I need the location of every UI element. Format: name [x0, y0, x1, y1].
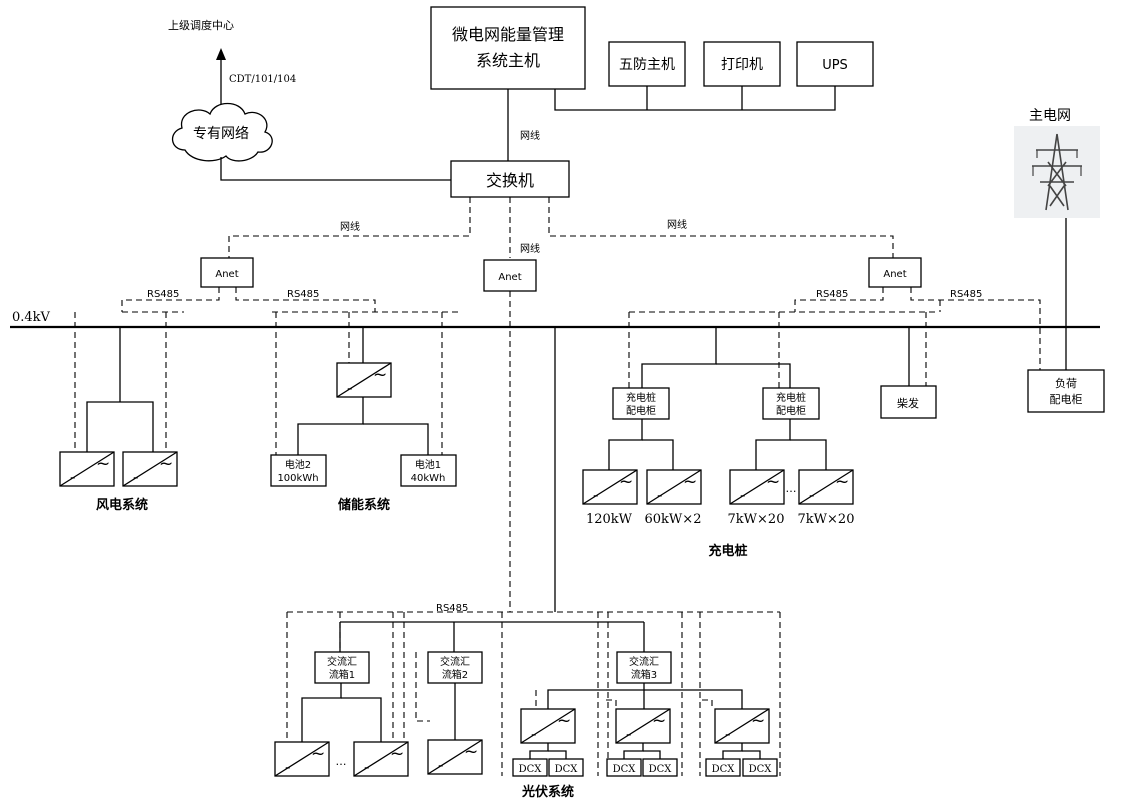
pv-ellipsis: … — [336, 755, 347, 768]
load-cabinet-box — [1027, 369, 1105, 413]
dcx-1a-box — [512, 758, 548, 777]
combiner-1-box — [314, 651, 370, 684]
load-cabinet-label-line1: 负荷 — [1055, 376, 1077, 390]
combiner-3-box — [616, 651, 672, 684]
cloud-icon — [171, 102, 273, 162]
dcx-3b-box — [742, 758, 778, 777]
wufang-host-label: 五防主机 — [619, 57, 675, 73]
charger-ellipsis: … — [786, 482, 797, 495]
charger-label-4: 7kW×20 — [798, 512, 855, 527]
charger-60kw — [646, 469, 702, 505]
charging-cabinet-1-line2: 配电柜 — [626, 404, 656, 417]
ups-label: UPS — [822, 58, 848, 73]
main-grid-label: 主电网 — [1029, 108, 1071, 124]
battery1-label-line1: 电池1 — [415, 458, 441, 471]
combiner-1-line2: 流箱1 — [329, 668, 355, 681]
combiner-1-line1: 交流汇 — [327, 655, 357, 668]
network-cable-label-right: 网线 — [667, 218, 687, 231]
charger-label-1: 120kW — [586, 512, 633, 527]
charger-7kw-b — [798, 469, 854, 505]
charging-cabinet-2-line2: 配电柜 — [776, 404, 806, 417]
dcx-3b-label: DCX — [749, 764, 773, 775]
battery1-label-line2: 40kWh — [411, 473, 446, 484]
charging-cabinet-1-line1: 充电桩 — [626, 391, 656, 404]
anet-right-label: Anet — [883, 269, 906, 280]
pv-inverter-1 — [274, 741, 330, 777]
charger-label-3: 7kW×20 — [728, 512, 785, 527]
dcx-2a-box — [606, 758, 642, 777]
printer-label: 打印机 — [721, 56, 763, 73]
dcx-2b-label: DCX — [649, 764, 673, 775]
combiner-3-line1: 交流汇 — [629, 655, 659, 668]
transmission-tower-icon — [1014, 126, 1100, 218]
pv-inverter-4 — [520, 708, 576, 744]
charger-120kw — [582, 469, 638, 505]
wufang-host-box — [608, 41, 686, 87]
dcx-1b-label: DCX — [555, 764, 579, 775]
battery1-box — [400, 454, 457, 487]
printer-box — [703, 41, 781, 87]
network-cable-label-ems: 网线 — [520, 129, 540, 142]
wind-system-label: 风电系统 — [96, 497, 148, 513]
rs485-label-storage: RS485 — [287, 289, 319, 300]
dcx-1b-box — [548, 758, 584, 777]
private-network-label: 专有网络 — [193, 126, 249, 142]
wind-inverter-1 — [59, 451, 115, 487]
rs485-label-wind: RS485 — [147, 289, 179, 300]
switch-box — [450, 160, 570, 198]
anet-center-label: Anet — [498, 272, 521, 283]
rs485-label-load: RS485 — [950, 289, 982, 300]
diesel-label: 柴发 — [897, 396, 919, 410]
pv-system-label: 光伏系统 — [521, 784, 574, 800]
dcx-1a-label: DCX — [519, 764, 543, 775]
pv-inverter-2 — [353, 741, 409, 777]
pv-inverter-6 — [714, 708, 770, 744]
combiner-2-box — [427, 651, 483, 684]
combiner-2-line2: 流箱2 — [442, 668, 468, 681]
arrow-up-icon — [216, 48, 226, 60]
combiner-3-line2: 流箱3 — [631, 668, 657, 681]
battery2-label-line2: 100kWh — [277, 473, 318, 484]
dcx-3a-label: DCX — [712, 764, 736, 775]
ems-host-label-line1: 微电网能量管理 — [452, 25, 564, 44]
dcx-2a-label: DCX — [613, 764, 637, 775]
charging-cabinet-1-box — [612, 387, 670, 420]
anet-left-label: Anet — [215, 269, 238, 280]
diesel-box — [880, 385, 937, 419]
storage-pcs — [336, 362, 392, 398]
anet-left-box — [200, 257, 254, 288]
switch-label: 交换机 — [486, 171, 534, 190]
charging-cabinet-2-box — [762, 387, 820, 420]
combiner-2-line1: 交流汇 — [440, 655, 470, 668]
charging-system-label: 充电桩 — [708, 543, 747, 559]
network-cable-label-left: 网线 — [340, 220, 360, 233]
wind-inverter-2 — [122, 451, 178, 487]
rs485-label-pv: RS485 — [436, 603, 468, 614]
network-cable-label-center: 网线 — [520, 242, 540, 255]
battery2-box — [270, 454, 327, 487]
ems-host-box — [430, 6, 586, 90]
charger-7kw-a — [729, 469, 785, 505]
protocol-label: CDT/101/104 — [229, 74, 296, 85]
anet-right-box — [868, 257, 922, 288]
bus-voltage-label: 0.4kV — [12, 310, 51, 325]
charging-cabinet-2-line1: 充电桩 — [776, 391, 806, 404]
pv-inverter-5 — [615, 708, 671, 744]
dcx-2b-box — [642, 758, 678, 777]
storage-system-label: 储能系统 — [337, 497, 390, 513]
charger-label-2: 60kW×2 — [645, 512, 702, 527]
load-cabinet-label-line2: 配电柜 — [1050, 393, 1083, 406]
dcx-3a-box — [705, 758, 741, 777]
pv-inverter-3 — [427, 739, 483, 775]
battery2-label-line1: 电池2 — [285, 458, 311, 471]
dispatch-center-label: 上级调度中心 — [168, 18, 234, 32]
ems-host-label-line2: 系统主机 — [476, 51, 540, 70]
rs485-label-charging: RS485 — [816, 289, 848, 300]
